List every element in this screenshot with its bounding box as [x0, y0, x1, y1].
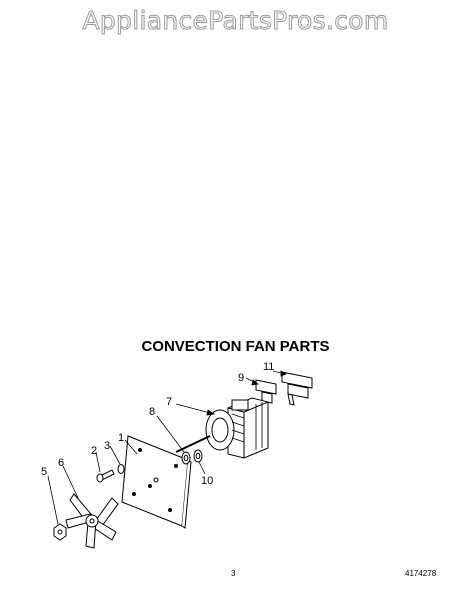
callout-2: 2: [91, 445, 97, 457]
callout-6: 6: [58, 457, 64, 469]
document-number: 4174278: [405, 569, 437, 578]
bracket-9[interactable]: [255, 379, 277, 404]
callout-7: 7: [166, 396, 172, 408]
bracket-11[interactable]: [281, 371, 313, 406]
watermark-logo: AppliancePartsPros.com: [82, 6, 389, 36]
nut-5[interactable]: [53, 523, 67, 541]
washer-8[interactable]: [181, 451, 191, 465]
washer-3[interactable]: [117, 464, 125, 474]
callout-10: 10: [201, 475, 213, 487]
fan-motor[interactable]: [175, 397, 269, 459]
callout-1: 1: [118, 432, 124, 444]
page-number: 3: [231, 569, 236, 578]
callout-8: 8: [149, 406, 155, 418]
section-title: CONVECTION FAN PARTS: [141, 338, 330, 355]
callout-9: 9: [238, 372, 244, 384]
fan-blade[interactable]: [65, 493, 119, 549]
callout-11: 11: [263, 361, 274, 373]
screw-2[interactable]: [96, 469, 115, 483]
mounting-plate[interactable]: [121, 435, 192, 529]
leader-lines: [47, 370, 287, 525]
washer-10[interactable]: [193, 449, 203, 463]
callout-5: 5: [41, 466, 47, 478]
callout-3: 3: [104, 440, 110, 452]
